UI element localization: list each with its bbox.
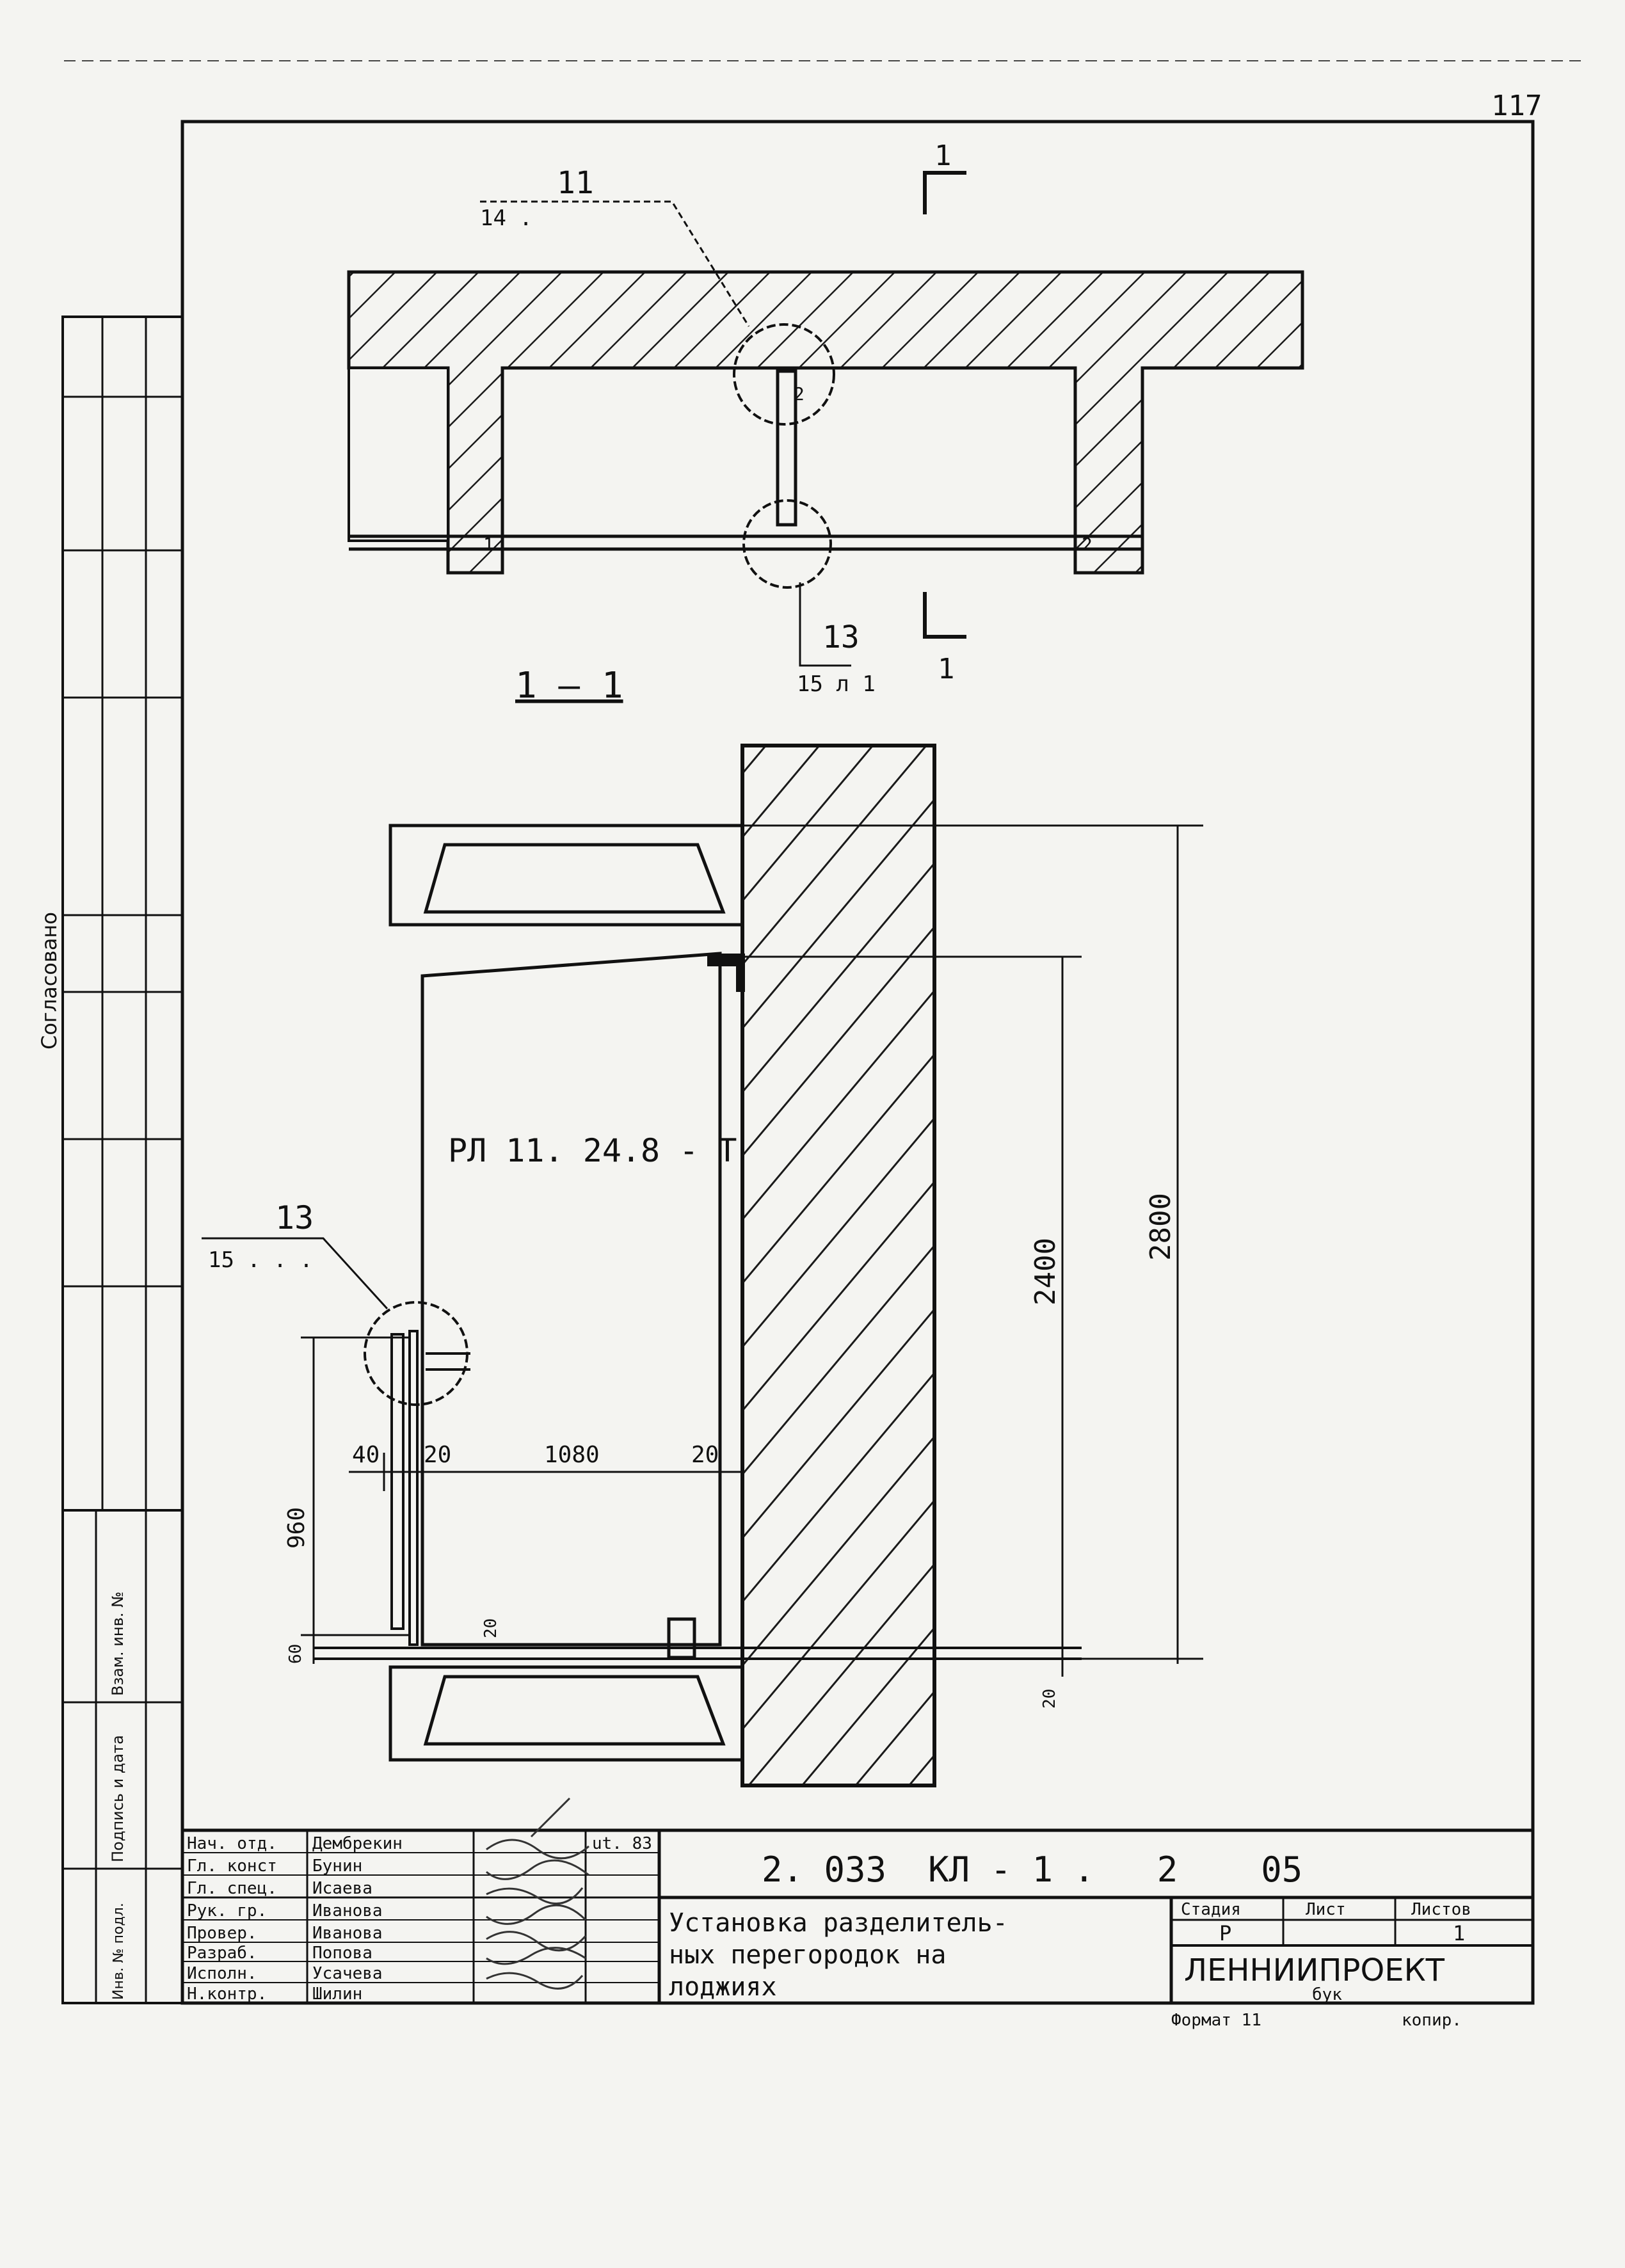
role-3: Гл. спец. — [187, 1879, 277, 1898]
approved-label: ut. 83 — [592, 1834, 652, 1853]
name-5: Иванова — [312, 1924, 383, 1943]
sheet-label: Лист — [1306, 1900, 1346, 1919]
organization: ЛЕННИИПРОЕКТ — [1184, 1953, 1445, 1988]
section-cut-mark-top — [923, 171, 966, 214]
section-callout-sheet: 15 . . . — [208, 1247, 313, 1273]
section-callout-number: 13 — [275, 1199, 314, 1236]
dim-20-bottom: 20 — [481, 1618, 500, 1638]
sheets-label: Листов — [1411, 1900, 1471, 1919]
name-2: Бунин — [312, 1857, 362, 1876]
dim-960: 960 — [284, 1507, 310, 1549]
plan-mark-2b: 2 — [1082, 534, 1093, 555]
section-view: 1 — 1 РЛ 11. 24.8 - Т 13 15 . . . 40 — [202, 665, 1203, 1787]
plan-callout-circle-top — [733, 323, 835, 426]
name-4: Иванова — [312, 1901, 383, 1921]
format-label: Формат 11 — [1171, 2011, 1261, 2030]
section-callout-circle — [364, 1301, 468, 1406]
name-8: Шилин — [312, 1984, 362, 2004]
plan-mark-1: 1 — [483, 534, 494, 555]
plan-mark-2a: 2 — [794, 383, 804, 404]
plan-callout-bottom-number: 13 — [822, 619, 860, 655]
dim-40: 40 — [352, 1442, 380, 1468]
title-line-1: Установка разделитель- — [669, 1908, 1008, 1938]
partition-panel — [420, 952, 722, 1647]
page-corner-number: 117 — [1491, 90, 1542, 122]
panel-mark: РЛ 11. 24.8 - Т — [448, 1132, 737, 1169]
agreed-label: Согласовано — [37, 912, 61, 1050]
name-7: Усачева — [312, 1964, 383, 1983]
plan-view: 11 14 . 13 15 л 1 1 1 1 2 2 — [347, 140, 1304, 697]
role-4: Рук. гр. — [187, 1901, 267, 1921]
name-6: Попова — [312, 1944, 372, 1963]
section-cut-mark-bottom — [923, 592, 966, 639]
organization-sub: бук — [1312, 1985, 1342, 2004]
plan-callout-top-number: 11 — [557, 165, 594, 201]
dim-60: 60 — [286, 1644, 305, 1664]
section-title: 1 — 1 — [515, 665, 623, 707]
title-block: Нач. отд. Гл. конст Гл. спец. Рук. гр. П… — [180, 1797, 1535, 2005]
sheets-value: 1 — [1453, 1921, 1465, 1945]
document-code: 2. 033 КЛ - 1 . 2 05 — [762, 1849, 1302, 1890]
role-8: Н.контр. — [187, 1984, 267, 2004]
role-5: Провер. — [187, 1924, 257, 1943]
title-line-2: ных перегородок на — [669, 1940, 946, 1970]
upper-slab — [388, 824, 744, 927]
dim-20-left: 20 — [424, 1442, 451, 1468]
dim-2400: 2400 — [1029, 1238, 1062, 1306]
dim-2800: 2800 — [1144, 1193, 1177, 1261]
section-mark-bottom: 1 — [938, 653, 955, 685]
copy-note: копир. — [1402, 2011, 1462, 2030]
role-1: Нач. отд. — [187, 1834, 277, 1853]
section-wall-hatch — [740, 744, 936, 1787]
replacement-inv-label: Взам. инв. № — [109, 1592, 127, 1696]
signature-scribbles — [486, 1797, 589, 1990]
side-stamp: Согласовано Взам. инв. № Подпись и дата … — [37, 315, 184, 2004]
role-6: Разраб. — [187, 1944, 257, 1963]
name-1: Дембрекин — [312, 1834, 403, 1853]
section-mark-top: 1 — [934, 140, 952, 172]
dim-20-right-bottom: 20 — [1040, 1689, 1059, 1709]
dim-1080: 1080 — [544, 1442, 600, 1468]
signature-date-label: Подпись и дата — [109, 1735, 127, 1862]
lower-slab — [388, 1665, 744, 1762]
name-3: Исаева — [312, 1879, 372, 1898]
plan-wall-hatch — [347, 270, 1304, 575]
dim-20-right: 20 — [691, 1442, 719, 1468]
plan-callout-top-sheet: 14 . — [480, 205, 532, 231]
plan-callout-bottom-sheet: 15 л 1 — [797, 671, 876, 697]
plan-callout-circle-bottom — [742, 499, 832, 589]
stage-label: Стадия — [1181, 1900, 1241, 1919]
title-line-3: лоджиях — [669, 1972, 777, 2002]
role-7: Исполн. — [187, 1964, 257, 1983]
original-inv-label: Инв. № подл. — [111, 1903, 127, 2000]
stage-value: Р — [1219, 1921, 1231, 1945]
role-2: Гл. конст — [187, 1857, 277, 1876]
